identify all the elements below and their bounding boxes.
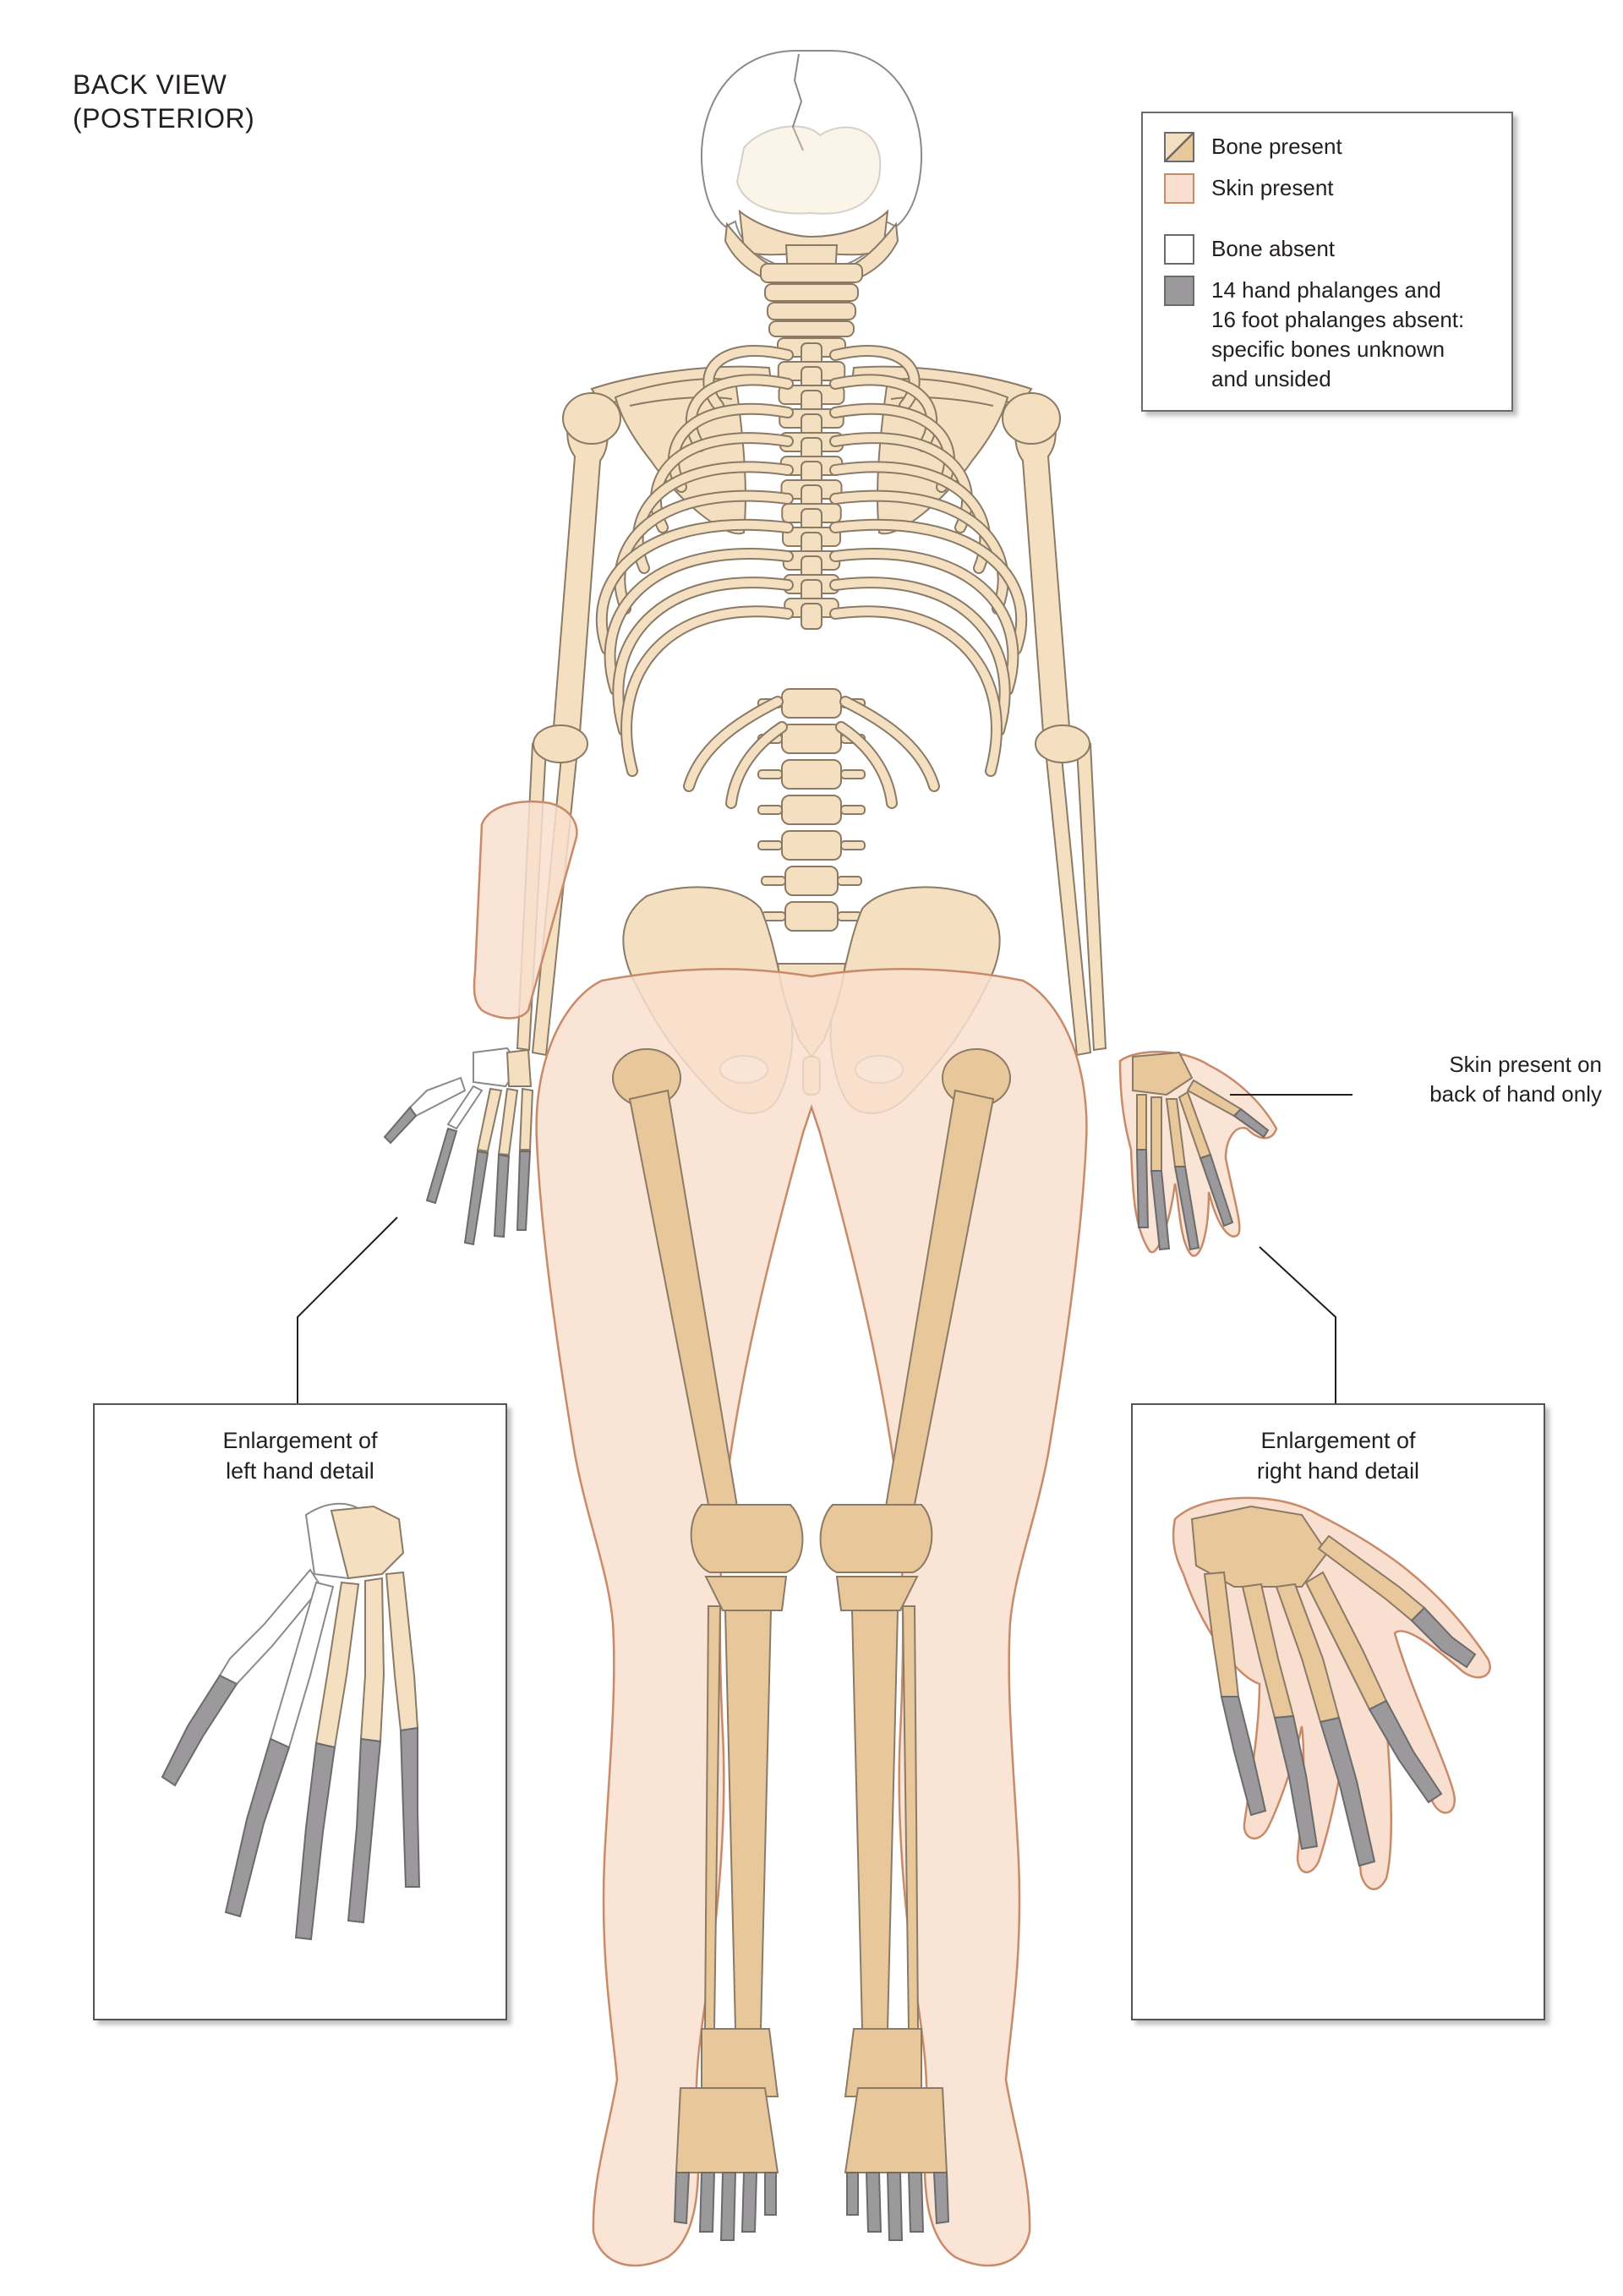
lumbar-vertebra [782,724,841,753]
transverse-process [841,806,865,814]
transverse-process [762,877,785,885]
left-hand [385,1048,533,1244]
transverse-process [758,806,782,814]
legend-item-bone-present: Bone present [1164,132,1342,162]
phalanges-absent-swatch [1164,276,1194,306]
skin-callout: Skin present on back of hand only [1314,1050,1602,1109]
left-hand-enlargement [95,1405,505,2019]
lumbar-vertebra [785,902,838,931]
transverse-process [758,841,782,850]
lower-body-skin [537,969,1087,2266]
skin-present-swatch [1164,173,1194,204]
view-title: BACK VIEW (POSTERIOR) [73,68,254,135]
right-hand-enlargement [1133,1405,1544,2019]
legend-phalanges-line: 16 foot phalanges absent: [1211,305,1464,335]
lumbar-vertebra [782,760,841,789]
legend-label-bone-present: Bone present [1211,132,1342,161]
transverse-process [841,770,865,779]
left-hand-inset: Enlargement of left hand detail [93,1403,507,2020]
bone-present-swatch [1164,132,1194,162]
right-hand [1120,1052,1276,1255]
view-title-line1: BACK VIEW [73,68,254,101]
right-hand-leader-line [1260,1247,1336,1405]
legend-box: Bone present Skin present Bone absent 14… [1141,112,1513,412]
legend-phalanges-line: and unsided [1211,364,1464,394]
transverse-process [838,877,861,885]
legend-phalanges-line: specific bones unknown [1211,335,1464,364]
left-hand-leader-line [298,1217,397,1405]
legend-phalanges-line: 14 hand phalanges and [1211,276,1464,305]
legend-item-bone-absent: Bone absent [1164,234,1335,265]
lumbar-vertebra [782,795,841,824]
legend-label-phalanges-absent: 14 hand phalanges and 16 foot phalanges … [1211,276,1464,394]
legend-label-skin-present: Skin present [1211,173,1334,203]
lumbar-vertebra [782,831,841,860]
legend-item-skin-present: Skin present [1164,173,1334,204]
transverse-process [758,770,782,779]
view-title-line2: (POSTERIOR) [73,101,254,135]
transverse-process [841,841,865,850]
right-hand-inset: Enlargement of right hand detail [1131,1403,1545,2020]
bone-absent-swatch [1164,234,1194,265]
right-arm [1003,393,1106,1055]
skin-callout-line1: Skin present on [1314,1050,1602,1080]
lumbar-vertebra [785,866,838,895]
spinous-process [801,604,822,629]
legend-item-phalanges-absent: 14 hand phalanges and 16 foot phalanges … [1164,276,1464,394]
lumbar-vertebra [782,689,841,718]
legend-label-bone-absent: Bone absent [1211,234,1335,264]
skin-callout-line2: back of hand only [1314,1080,1602,1109]
